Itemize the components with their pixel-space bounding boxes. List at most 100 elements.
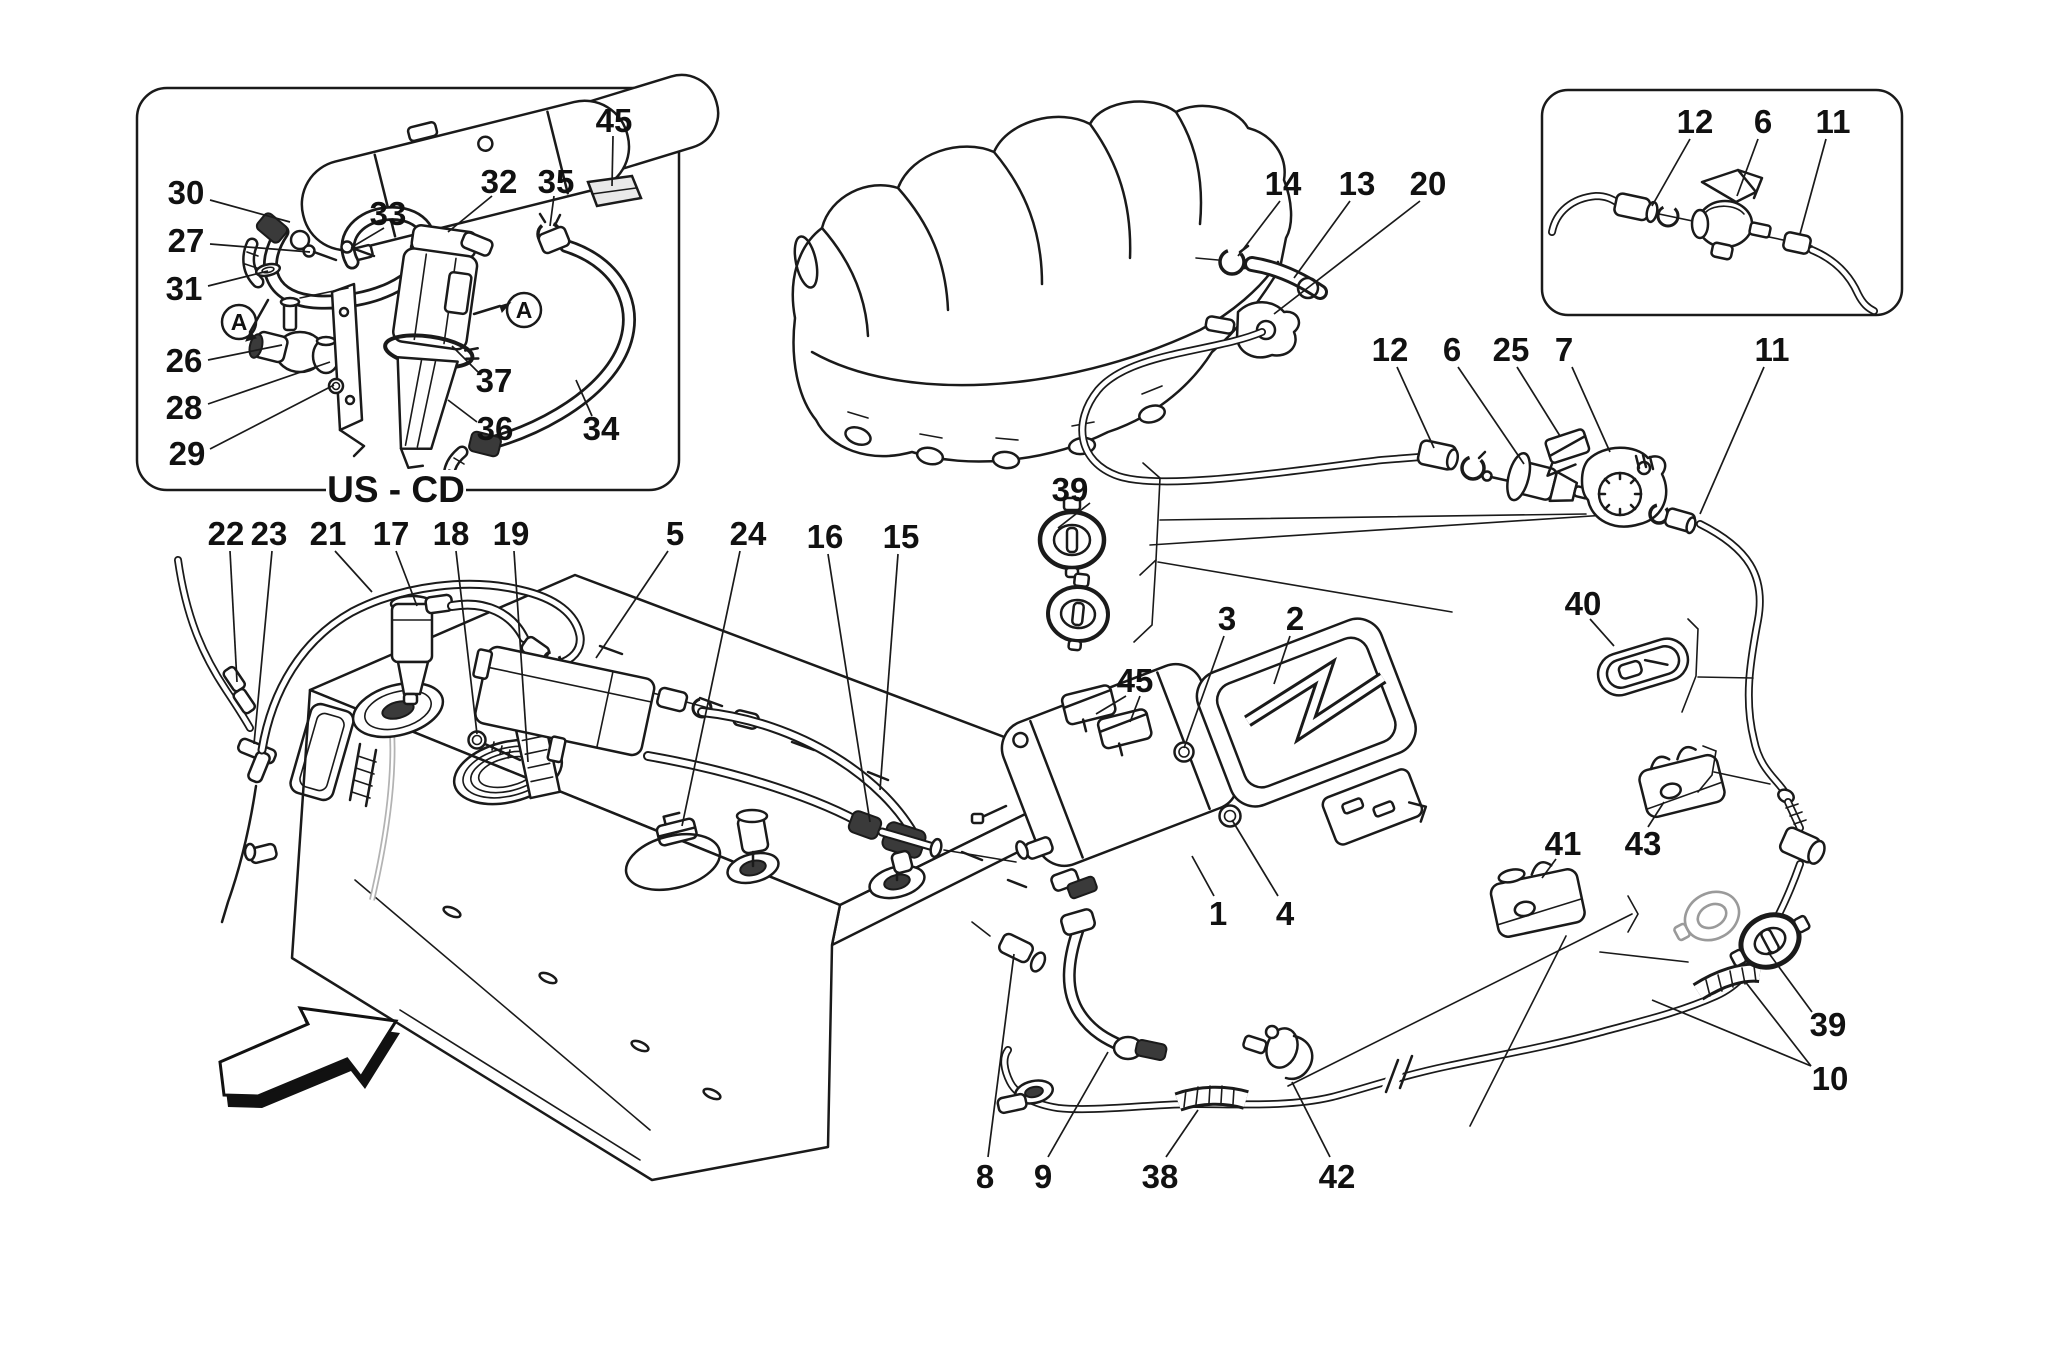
leader-line-9-46 — [1047, 1051, 1109, 1158]
leader-line-11-33 — [1699, 366, 1765, 515]
leader-line-20-25 — [1273, 200, 1421, 315]
grommet-plate-40 — [1596, 637, 1690, 697]
callout-35-8: 35 — [538, 163, 575, 200]
fitting-11 — [1663, 507, 1697, 535]
callout-2-37: 2 — [1286, 600, 1304, 637]
nut-4 — [1218, 804, 1242, 828]
clip-washer — [1460, 450, 1487, 481]
leader-line-45-38 — [1129, 695, 1141, 723]
leader-line-39-34 — [1057, 502, 1091, 529]
leader-line-18-17 — [455, 550, 478, 735]
purge-pipe-loop — [1078, 328, 1424, 486]
callout-12-26: 12 — [1677, 103, 1714, 140]
leader-line-32-7 — [447, 195, 493, 233]
leader-line-12-26 — [1651, 138, 1691, 207]
callout-41-41: 41 — [1545, 825, 1582, 862]
callout-7-32: 7 — [1555, 331, 1573, 368]
callout-22-13: 22 — [208, 515, 245, 552]
leader-line-33-6 — [351, 227, 385, 248]
callout-19-18: 19 — [493, 515, 530, 552]
frame-2 — [1195, 617, 1428, 846]
leader-line-37-10 — [451, 345, 479, 373]
callout-40-35: 40 — [1565, 585, 1602, 622]
leader-line-22-13 — [229, 550, 238, 683]
direction-arrow — [218, 1006, 400, 1108]
leader-line-15-22 — [879, 553, 899, 791]
leader-line-30-0 — [209, 199, 291, 223]
leader-line-42-48 — [1291, 1081, 1331, 1158]
leader-line-26-3 — [207, 344, 283, 361]
callout-4-40: 4 — [1276, 895, 1295, 932]
callout-11-33: 11 — [1755, 331, 1790, 368]
callout-25-31: 25 — [1493, 331, 1530, 368]
inset-box-valve-detail — [1540, 88, 1904, 317]
screw-33 — [340, 240, 376, 258]
callout-5-19: 5 — [666, 515, 684, 552]
hose-34 — [442, 225, 636, 493]
svg-text:A: A — [516, 297, 533, 323]
tank-ring-mid — [726, 808, 780, 885]
callout-39-34: 39 — [1052, 471, 1089, 508]
leader-line-10-44 — [1651, 999, 1812, 1067]
grommet-39-solid — [1729, 912, 1811, 970]
callout-9-46: 9 — [1034, 1158, 1052, 1195]
leader-line-35-8 — [549, 195, 555, 227]
leader-line-36-11 — [447, 399, 478, 423]
leader-line-17-16 — [395, 550, 418, 607]
view-a-marker-1: A — [220, 298, 270, 342]
leader-line-5-19 — [595, 550, 669, 659]
leader-line-19-18 — [513, 550, 529, 763]
hose-end-fitting-12 — [1416, 439, 1460, 471]
callout-38-47: 38 — [1142, 1158, 1179, 1195]
callout-24-20: 24 — [730, 515, 767, 552]
leader-line-31-2 — [207, 270, 269, 287]
callout-30-0: 30 — [168, 174, 205, 211]
leader-line-10-44 — [1743, 979, 1812, 1067]
left-vent-hoses — [174, 556, 585, 924]
elbow-hose-9 — [1060, 908, 1168, 1062]
callout-18-17: 18 — [433, 515, 470, 552]
tank-left-stub — [243, 842, 278, 865]
leader-line-12-29 — [1396, 366, 1435, 449]
callout-27-1: 27 — [168, 222, 205, 259]
leader-line-1-39 — [1191, 855, 1215, 897]
leader-line-23-14 — [253, 550, 273, 745]
callout-43-42: 43 — [1625, 825, 1662, 862]
leader-line-24-20 — [681, 550, 741, 827]
leader-line-45-38 — [1095, 695, 1127, 715]
grommets-39-center — [1037, 462, 1587, 652]
connector-8 — [971, 921, 1047, 973]
clip-25 — [1544, 428, 1591, 477]
callout-42-48: 42 — [1319, 1158, 1356, 1195]
callout-21-15: 21 — [310, 515, 347, 552]
clip-24 — [655, 811, 698, 847]
sleeve-38 — [1174, 1085, 1249, 1112]
leader-line-4-40 — [1231, 819, 1279, 897]
leader-line-8-45 — [987, 953, 1015, 1158]
callout-31-2: 31 — [166, 270, 203, 307]
leader-line-34-12 — [575, 379, 593, 417]
grommet-39-ghost — [1673, 890, 1741, 942]
valve-26 — [248, 296, 341, 375]
callout-11-28: 11 — [1816, 103, 1851, 140]
callout-23-14: 23 — [251, 515, 288, 552]
valve-20 — [1204, 301, 1301, 359]
retainer-clips-45 — [1060, 684, 1153, 757]
hose-13 — [1244, 256, 1328, 300]
housing-7 — [1580, 446, 1668, 528]
leader-line-28-4 — [207, 361, 331, 405]
callout-13-24: 13 — [1339, 165, 1376, 202]
tank-ring-left — [351, 681, 445, 739]
hose-15 — [697, 707, 927, 875]
leader-line-7-32 — [1571, 366, 1611, 453]
leader-line-25-31 — [1516, 366, 1561, 437]
leader-line-3-36 — [1183, 635, 1225, 749]
elbow-connector — [1778, 826, 1826, 865]
leader-line-14-23 — [1237, 200, 1281, 257]
valve-6 — [1506, 452, 1616, 511]
tank-detail-dashes — [598, 644, 1028, 889]
leader-line-6-27 — [1736, 138, 1759, 197]
callout-20-25: 20 — [1410, 165, 1447, 202]
